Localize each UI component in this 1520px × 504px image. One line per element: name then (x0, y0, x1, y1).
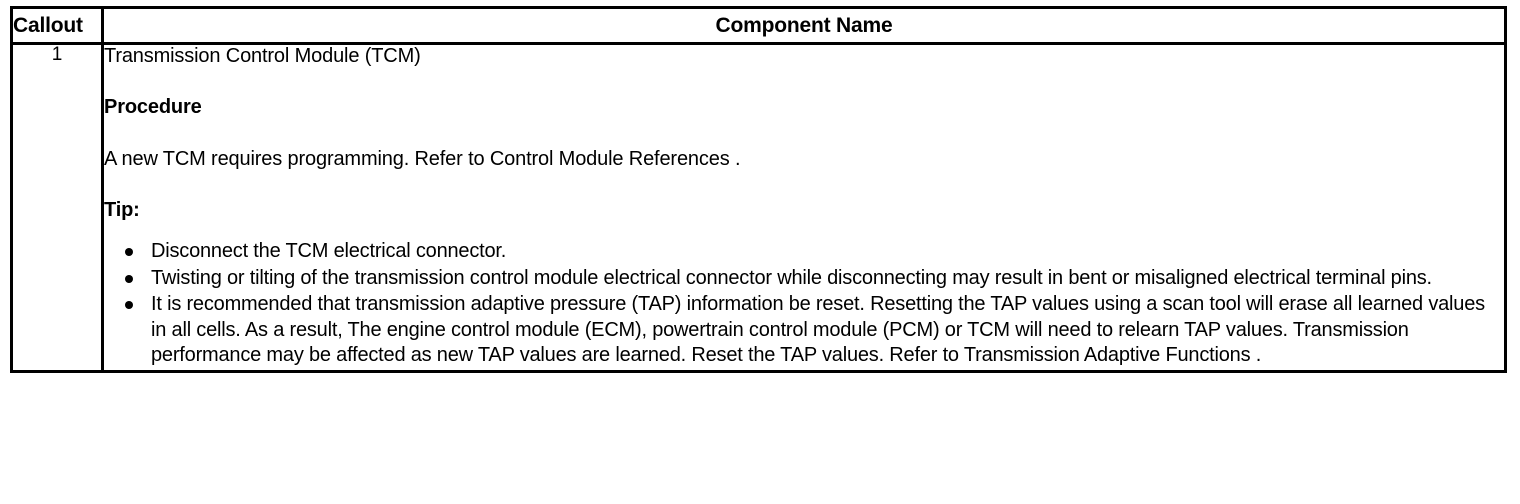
callout-number: 1 (10, 42, 104, 373)
column-header-component-name: Component Name (101, 6, 1507, 45)
procedure-heading: Procedure (104, 96, 202, 118)
table-header: Callout Component Name (10, 6, 1507, 45)
component-details-cell: Transmission Control Module (TCM) Proced… (101, 42, 1507, 373)
list-item: Disconnect the TCM electrical connector. (104, 239, 1504, 265)
list-item: It is recommended that transmission adap… (104, 292, 1504, 369)
component-table: Callout Component Name 1 Transmission Co… (10, 6, 1507, 373)
table-header-row: Callout Component Name (10, 6, 1507, 45)
procedure-text: A new TCM requires programming. Refer to… (104, 148, 741, 170)
column-header-callout: Callout (10, 6, 104, 45)
component-title: Transmission Control Module (TCM) (104, 45, 421, 67)
table-body: 1 Transmission Control Module (TCM) Proc… (10, 42, 1507, 373)
tip-label: Tip: (104, 199, 140, 221)
table-row: 1 Transmission Control Module (TCM) Proc… (10, 42, 1507, 373)
list-item: Twisting or tilting of the transmission … (104, 266, 1504, 292)
tip-list: Disconnect the TCM electrical connector.… (104, 239, 1504, 369)
